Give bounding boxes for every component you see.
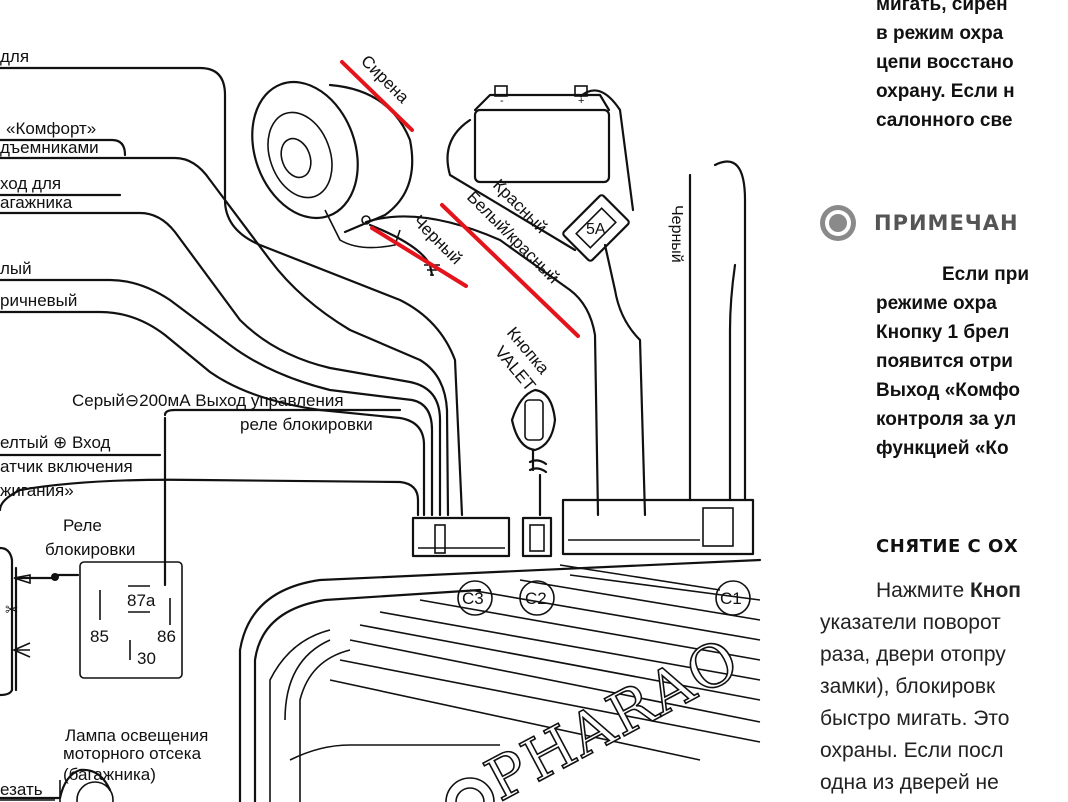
note-line: функцией «Ко (876, 438, 1009, 459)
label-lampa-2: моторного отсека (63, 744, 202, 763)
para-line: указатели поворот (820, 611, 1001, 634)
wire-bagazhnika (0, 211, 442, 517)
top-line: мигать, сирен (876, 0, 1008, 15)
label-dlya: для (0, 47, 29, 66)
label-c1: C1 (720, 589, 742, 608)
siren-icon (251, 80, 414, 249)
para-line: Нажмите Кноп (876, 579, 1021, 602)
pin-86: 86 (157, 627, 176, 646)
relay-title-1: Реле (63, 516, 102, 535)
label-c3: C3 (462, 589, 484, 608)
fuse-icon: 5A (562, 194, 630, 262)
valet-button-icon (510, 388, 557, 452)
wire-podemnikami (0, 156, 450, 517)
wiring-diagram: ✂ Реле блокировки 87a 85 86 30 Сирена Че… (0, 47, 762, 802)
note-title: ПРИМЕЧАН (874, 211, 1019, 235)
note-line: Выход «Комфо (876, 380, 1021, 401)
label-zazhiganiya: жигания» (0, 481, 74, 500)
para-line: одна из дверей не (820, 771, 999, 794)
wire-korichnevyi (0, 310, 426, 517)
wire-komfort (0, 138, 127, 157)
battery-icon: - + (473, 85, 611, 184)
label-lampa-3: (багажника) (63, 765, 156, 784)
svg-text:-: - (500, 95, 504, 107)
label-c2: C2 (525, 589, 547, 608)
red-marker-chernyi (370, 226, 468, 288)
note-body: Если при режиме охра Кнопку 1 брел появи… (876, 260, 1029, 463)
paragraph: Нажмите Кноп указатели поворот раза, две… (820, 575, 1021, 799)
connector-c1 (561, 498, 755, 556)
label-vkhod-dlya: ход для (0, 174, 61, 193)
connector-c3 (411, 516, 511, 558)
red-marker-sirena (340, 60, 414, 132)
alarm-unit (238, 558, 762, 802)
para-line: замки), блокировк (820, 675, 996, 698)
svg-text:+: + (578, 95, 584, 107)
label-korichnevyi: ричневый (0, 291, 77, 310)
top-line: в режим охра (876, 23, 1004, 44)
note-line: Кнопку 1 брел (876, 322, 1010, 343)
connector-c2 (521, 516, 553, 558)
brand-logo: PHARAO (475, 624, 751, 802)
para-line: быстро мигать. Это (820, 707, 1010, 730)
top-line: цепи восстано (876, 52, 1014, 73)
note-heading: ПРИМЕЧАН (820, 205, 1019, 241)
red-marker-belyi (440, 203, 580, 338)
label-seryi-vykhod: Серый⊖200мА Выход управления (72, 391, 344, 410)
note-line: контроля за ул (876, 409, 1017, 430)
wire-dlya (0, 66, 464, 517)
label-sirena: Сирена (357, 51, 413, 107)
top-text-block: мигать, сирен в режим охра цепи восстано… (876, 0, 1015, 135)
label-rele-blokirovki: реле блокировки (240, 415, 373, 434)
para-line: охраны. Если посл (820, 739, 1004, 762)
top-line: охрану. Если н (876, 81, 1015, 102)
pin-85: 85 (90, 627, 109, 646)
label-chernyi-right: Черный (668, 205, 685, 263)
note-line: появится отри (876, 351, 1013, 372)
note-line: Если при (942, 264, 1030, 285)
label-bagazhnika: агажника (0, 193, 73, 212)
label-datchik: атчик включения (0, 457, 133, 476)
pin-30: 30 (137, 649, 156, 668)
fuse-label: 5A (586, 221, 606, 238)
wire-lyi (0, 278, 434, 517)
label-lyi: лый (0, 259, 32, 278)
label-rezat: езать (0, 780, 43, 799)
scissors-icon: ✂ (5, 602, 18, 619)
label-zheltyi-vkhod: елтый ⊕ Вход (0, 433, 111, 452)
section-title: СНЯТИЕ С ОХ (876, 536, 1019, 557)
label-komfort: «Комфорт» (6, 119, 96, 138)
top-line: салонного све (876, 110, 1013, 131)
label-lampa-1: Лампа освещения (65, 726, 208, 745)
para-line: раза, двери отопру (820, 643, 1006, 666)
wire-to-c3 (0, 478, 420, 517)
relay-box (79, 561, 183, 679)
relay-title-2: блокировки (45, 540, 135, 559)
note-bullet-icon (820, 205, 856, 241)
note-line: режиме охра (876, 293, 997, 314)
label-podemnikami: дъемниками (0, 138, 99, 157)
wire-seryi (163, 408, 402, 417)
pin-87a: 87a (127, 591, 156, 610)
